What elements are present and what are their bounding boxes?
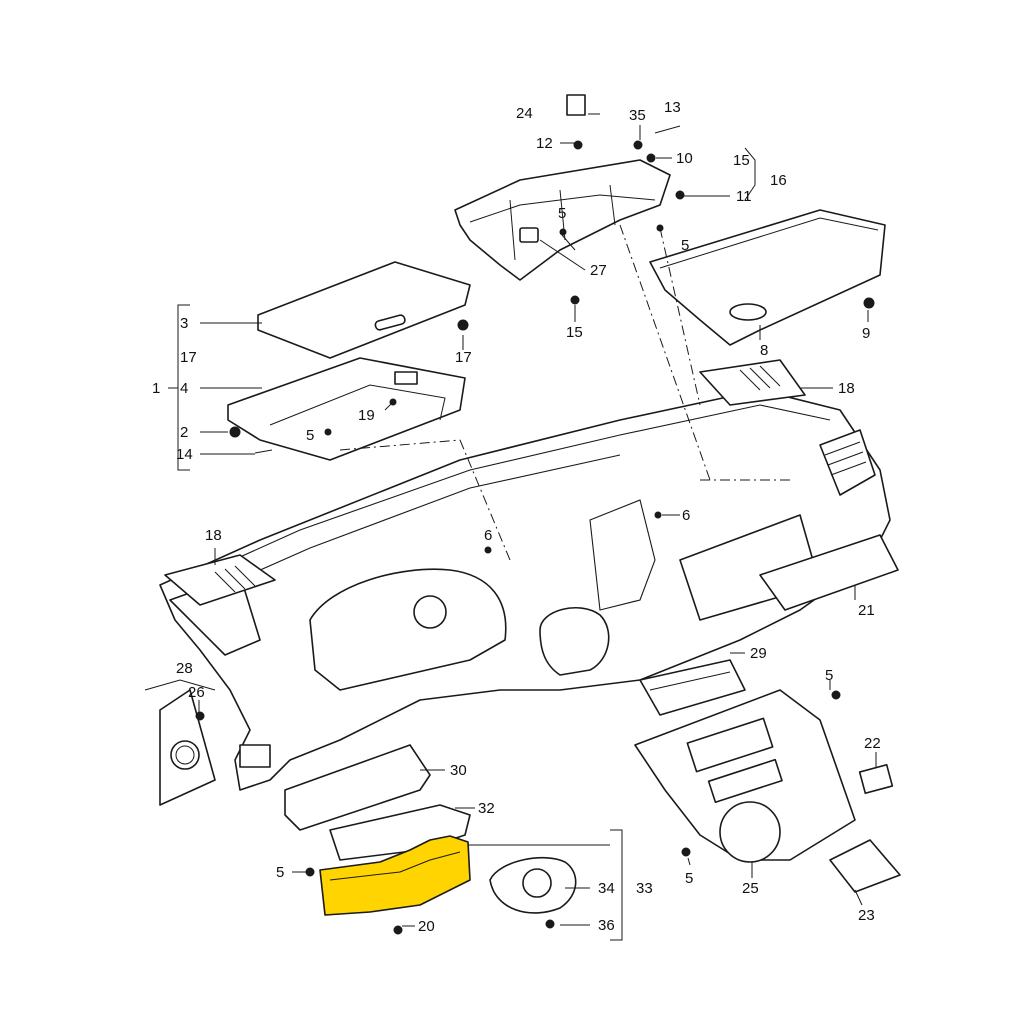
callout-6-left: 6 [484, 527, 492, 544]
callout-27: 27 [590, 262, 607, 279]
airbag-cover [759, 534, 899, 611]
callout-15-group: 15 [733, 152, 750, 169]
centre-console-trim [634, 689, 856, 863]
callout-5-housing-left: 5 [558, 205, 566, 222]
callout-5-tray: 5 [306, 427, 314, 444]
callout-25: 25 [742, 880, 759, 897]
callout-33: 33 [636, 880, 653, 897]
callout-34: 34 [598, 880, 615, 897]
callout-5-housing-right: 5 [681, 237, 689, 254]
leader-lines [198, 113, 877, 927]
callout-1: 1 [152, 380, 160, 397]
callout-18-right: 18 [838, 380, 855, 397]
callout-4: 4 [180, 380, 188, 397]
group-brackets [144, 147, 756, 941]
dashboard-carrier [159, 389, 891, 791]
callout-6-right: 6 [682, 507, 690, 524]
callout-22: 22 [864, 735, 881, 752]
callout-17-group: 17 [180, 349, 197, 366]
steering-column-lower-trim [319, 835, 471, 916]
callout-3: 3 [180, 315, 188, 332]
callout-35: 35 [629, 107, 646, 124]
trim-ring [489, 856, 577, 914]
callout-11: 11 [736, 188, 752, 205]
callout-5-lower-trim: 5 [276, 864, 284, 881]
callout-12: 12 [536, 135, 553, 152]
fasteners [195, 94, 875, 935]
side-trim-panel [159, 689, 216, 806]
callout-labels: 1 2 3 4 5 5 5 5 5 5 6 6 8 9 10 11 12 13 … [152, 99, 881, 935]
steering-column-upper-trim [329, 804, 471, 861]
callout-9: 9 [862, 325, 870, 342]
callout-15: 15 [566, 324, 583, 341]
callout-8: 8 [760, 342, 768, 359]
callout-5-console-bottom: 5 [685, 870, 693, 887]
callout-24: 24 [516, 105, 533, 122]
callout-2: 2 [180, 424, 188, 441]
callout-20: 20 [418, 918, 435, 935]
knee-bar-trim [284, 744, 431, 831]
callout-36: 36 [598, 917, 615, 934]
callout-23: 23 [858, 907, 875, 924]
radio-bracket [639, 659, 746, 716]
storage-tray [227, 357, 466, 461]
callout-32: 32 [478, 800, 495, 817]
callout-13: 13 [664, 99, 681, 116]
callout-29: 29 [750, 645, 767, 662]
callout-5-console-top: 5 [825, 667, 833, 684]
callout-18-left: 18 [205, 527, 222, 544]
callout-26: 26 [188, 684, 205, 701]
callout-21: 21 [858, 602, 875, 619]
glove-box-lid [649, 209, 886, 346]
ashtray-insert [829, 839, 901, 893]
assembly-lines [339, 224, 790, 561]
callout-19: 19 [358, 407, 375, 424]
callout-17: 17 [455, 349, 472, 366]
storage-cover [257, 261, 471, 359]
callout-16: 16 [770, 172, 787, 189]
callout-10: 10 [676, 150, 693, 167]
callout-28: 28 [176, 660, 193, 677]
vent-grille-upper [699, 359, 806, 406]
callout-30: 30 [450, 762, 467, 779]
callout-14: 14 [176, 446, 193, 463]
switch-blank [858, 763, 894, 795]
